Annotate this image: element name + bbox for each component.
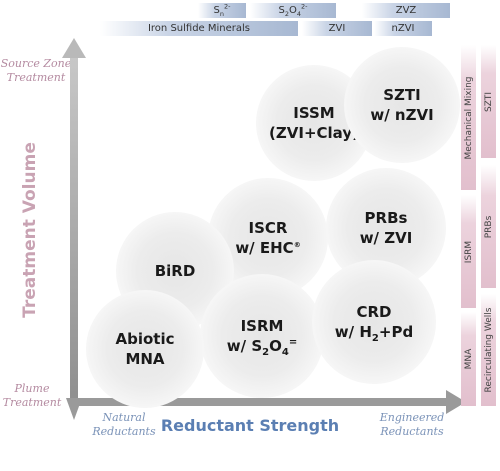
y-axis-top-label: Source Zone Treatment bbox=[0, 57, 72, 85]
side-label-prbs: PRBs bbox=[483, 215, 494, 238]
side-bar-recirculating-wells: Recirculating Wells bbox=[481, 294, 496, 406]
bubble-crd-line1: CRD bbox=[356, 303, 392, 321]
bubble-crd: CRD w/ H2+Pd bbox=[312, 260, 436, 384]
y-axis-shaft bbox=[70, 52, 78, 407]
side-label-mna: MNA bbox=[463, 348, 474, 370]
y-axis-top-label-line2: Treatment bbox=[6, 71, 66, 84]
x-axis-left-label: Natural Reductants bbox=[88, 411, 160, 439]
bubble-abiotic-mna-line2: MNA bbox=[125, 350, 165, 368]
side-label-isrm: ISRM bbox=[463, 240, 474, 263]
bubble-szti-line2: w/ nZVI bbox=[370, 106, 434, 124]
axes-corner bbox=[66, 398, 82, 420]
reductant-label-polysulfide: Sn2- bbox=[213, 2, 231, 18]
reductant-label-nzvi: nZVI bbox=[391, 23, 415, 34]
reductant-bar-nzvi: nZVI bbox=[374, 21, 432, 36]
side-bar-mna: MNA bbox=[461, 312, 476, 406]
reductant-bar-zvi: ZVI bbox=[302, 21, 372, 36]
side-bar-mechanical-mixing: Mechanical Mixing bbox=[461, 45, 476, 190]
bubble-issm-line1: ISSM bbox=[293, 104, 335, 122]
x-axis-shaft bbox=[74, 398, 449, 406]
x-axis-right-label-line1: Engineered bbox=[379, 411, 445, 424]
bubble-crd-text: CRD w/ H2+Pd bbox=[334, 302, 414, 344]
bubble-szti: SZTI w/ nZVI bbox=[344, 47, 460, 163]
reductant-label-zvi: ZVI bbox=[328, 23, 346, 34]
side-bar-szti: SZTI bbox=[481, 45, 496, 158]
side-label-mechanical-mixing: Mechanical Mixing bbox=[463, 75, 474, 160]
reductant-label-iron-sulfide: Iron Sulfide Minerals bbox=[147, 23, 251, 34]
reductant-bar-iron-sulfide: Iron Sulfide Minerals bbox=[100, 21, 298, 36]
reductant-bar-zvz: ZVZ bbox=[362, 3, 450, 18]
x-axis-right-label-line2: Reductants bbox=[380, 425, 444, 438]
bubble-isrm-text: ISRM w/ S2O4= bbox=[226, 316, 298, 358]
bubble-szti-text: SZTI w/ nZVI bbox=[370, 85, 433, 125]
bubble-abiotic-mna-line1: Abiotic bbox=[115, 330, 175, 348]
bubble-crd-line2: w/ H2+Pd bbox=[334, 323, 414, 344]
reductant-label-zvz: ZVZ bbox=[395, 5, 417, 16]
y-axis-bottom-label-line1: Plume bbox=[14, 382, 50, 395]
bubble-szti-line1: SZTI bbox=[383, 86, 421, 104]
bubble-issm-text: ISSM (ZVI+Clay) bbox=[269, 103, 359, 143]
bubble-abiotic-mna: Abiotic MNA bbox=[86, 290, 204, 408]
y-axis-bottom-label: Plume Treatment bbox=[0, 382, 64, 410]
side-label-szti: SZTI bbox=[483, 91, 494, 112]
bubble-bird-text: BiRD bbox=[154, 262, 196, 280]
bubble-prbs-line2: w/ ZVI bbox=[359, 229, 413, 247]
bubble-iscr-line2: w/ EHC® bbox=[235, 239, 301, 257]
side-bar-isrm: ISRM bbox=[461, 195, 476, 308]
bubble-prbs-line1: PRBs bbox=[364, 209, 408, 227]
bubble-iscr-text: ISCR w/ EHC® bbox=[235, 218, 300, 258]
bubble-issm-line2: (ZVI+Clay) bbox=[269, 124, 359, 142]
reductant-bar-polysulfide: Sn2- bbox=[198, 3, 246, 18]
x-axis-left-label-line2: Reductants bbox=[92, 425, 156, 438]
bubble-isrm: ISRM w/ S2O4= bbox=[200, 274, 324, 398]
y-axis-top-label-line1: Source Zone bbox=[0, 57, 72, 70]
x-axis-left-label-line1: Natural bbox=[102, 411, 146, 424]
bubble-iscr-line1: ISCR bbox=[248, 219, 288, 237]
bubble-abiotic-mna-text: Abiotic MNA bbox=[116, 329, 175, 369]
side-label-recirculating-wells: Recirculating Wells bbox=[483, 307, 494, 393]
bubble-isrm-line2: w/ S2O4= bbox=[226, 337, 298, 358]
reductant-label-dithionite: S2O42- bbox=[278, 2, 308, 18]
x-axis-title: Reductant Strength bbox=[160, 416, 340, 435]
x-axis-right-label: Engineered Reductants bbox=[374, 411, 450, 439]
bubble-isrm-line1: ISRM bbox=[240, 317, 284, 335]
y-axis-bottom-label-line2: Treatment bbox=[2, 396, 62, 409]
bubble-prbs-text: PRBs w/ ZVI bbox=[360, 208, 413, 248]
reductant-bar-dithionite: S2O42- bbox=[250, 3, 336, 18]
side-bar-prbs: PRBs bbox=[481, 165, 496, 288]
y-axis-arrowhead bbox=[62, 38, 86, 58]
x-axis-arrowhead bbox=[446, 390, 466, 414]
